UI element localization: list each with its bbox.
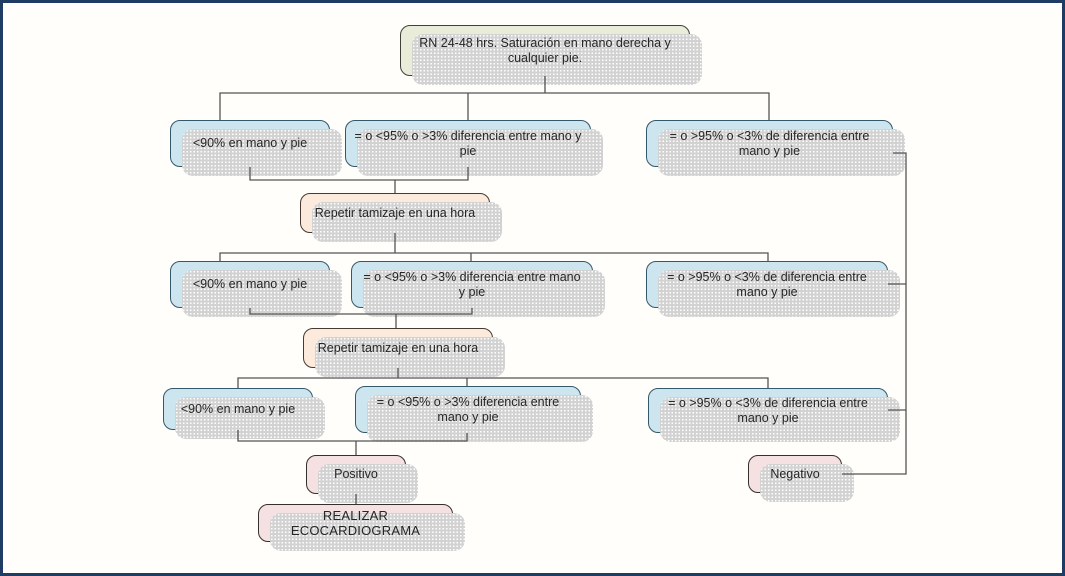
flow-node-row2-high: = o >95% o <3% de diferencia entre mano … bbox=[646, 261, 900, 317]
flow-node-repeat2: Repetir tamizaje en una hora bbox=[303, 328, 505, 377]
flow-node-positivo: Positivo bbox=[306, 455, 418, 503]
flow-node-row1-low: <90% en mano y pie bbox=[170, 120, 342, 176]
flow-node-negativo: Negativo bbox=[748, 455, 854, 502]
flow-node-row2-mid: = o <95% o >3% diferencia entre mano y p… bbox=[351, 261, 605, 317]
flow-node-row3-mid: = o <95% o >3% diferencia entre mano y p… bbox=[355, 386, 593, 442]
flow-node-start: RN 24-48 hrs. Saturación en mano derecha… bbox=[400, 25, 702, 85]
flow-node-row1-high: = o >95% o <3% de diferencia entre mano … bbox=[646, 120, 905, 176]
flow-node-row2-low: <90% en mano y pie bbox=[170, 261, 342, 317]
flow-node-realizar-ecocardiograma: REALIZAR ECOCARDIOGRAMA bbox=[258, 504, 465, 551]
flow-node-row1-mid: = o <95% o >3% diferencia entre mano y p… bbox=[345, 120, 603, 176]
flow-node-row3-high: = o >95% o <3% de diferencia entre mano … bbox=[648, 388, 900, 442]
flow-node-repeat1: Repetir tamizaje en una hora bbox=[300, 193, 502, 242]
flow-node-row3-low: <90% en mano y pie bbox=[163, 388, 325, 439]
